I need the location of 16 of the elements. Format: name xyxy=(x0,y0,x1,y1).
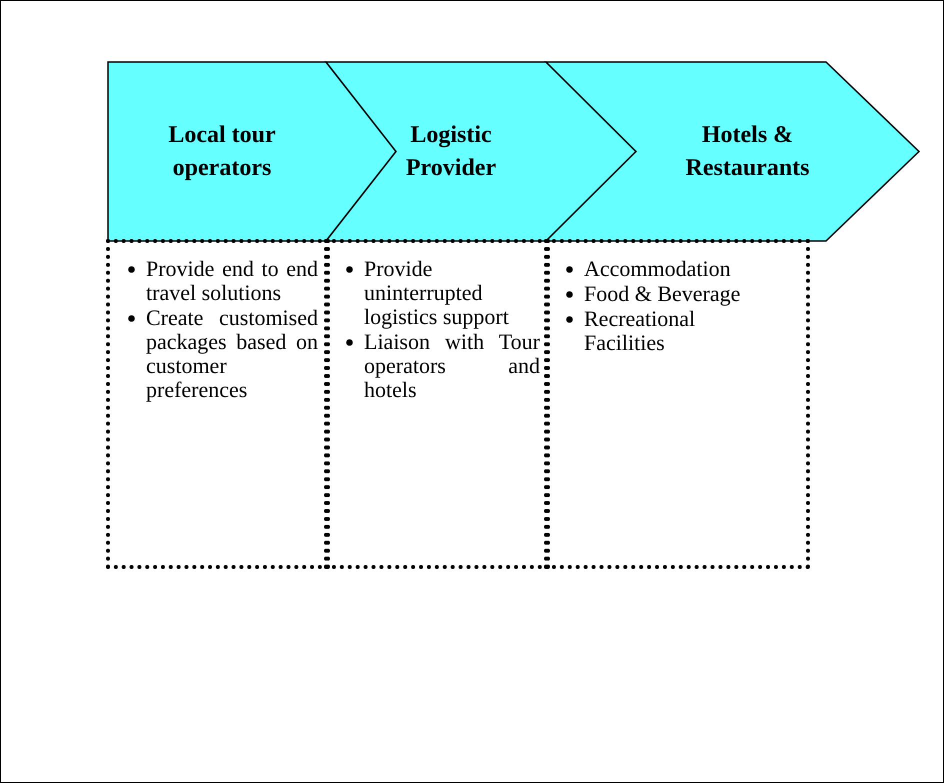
bullet-text: Food & Beverage xyxy=(584,282,742,306)
process-step-shape xyxy=(546,62,919,241)
bullet-text: Provide end to end travel solutions xyxy=(146,257,318,305)
process-step-shape xyxy=(326,62,636,241)
description-panel xyxy=(324,239,550,569)
process-step-shape xyxy=(108,62,396,241)
bullet-text: Liaison with Tour operators and hotels xyxy=(364,330,540,402)
bullet-text: Create customised packages based on customer preferences xyxy=(146,306,318,402)
chevron-label: Hotels & Restaurants xyxy=(684,120,810,182)
description-panel xyxy=(106,239,330,569)
bullet-text: Accommodation xyxy=(584,257,732,281)
bullet-text: Recreational Facilities xyxy=(584,307,696,355)
description-panel xyxy=(544,239,810,569)
chevron-label: Local tour operators xyxy=(167,120,277,182)
chevron-label: Logistic Provider xyxy=(404,120,498,182)
bullet-text: Provide uninterrupted logistics support xyxy=(364,257,510,329)
